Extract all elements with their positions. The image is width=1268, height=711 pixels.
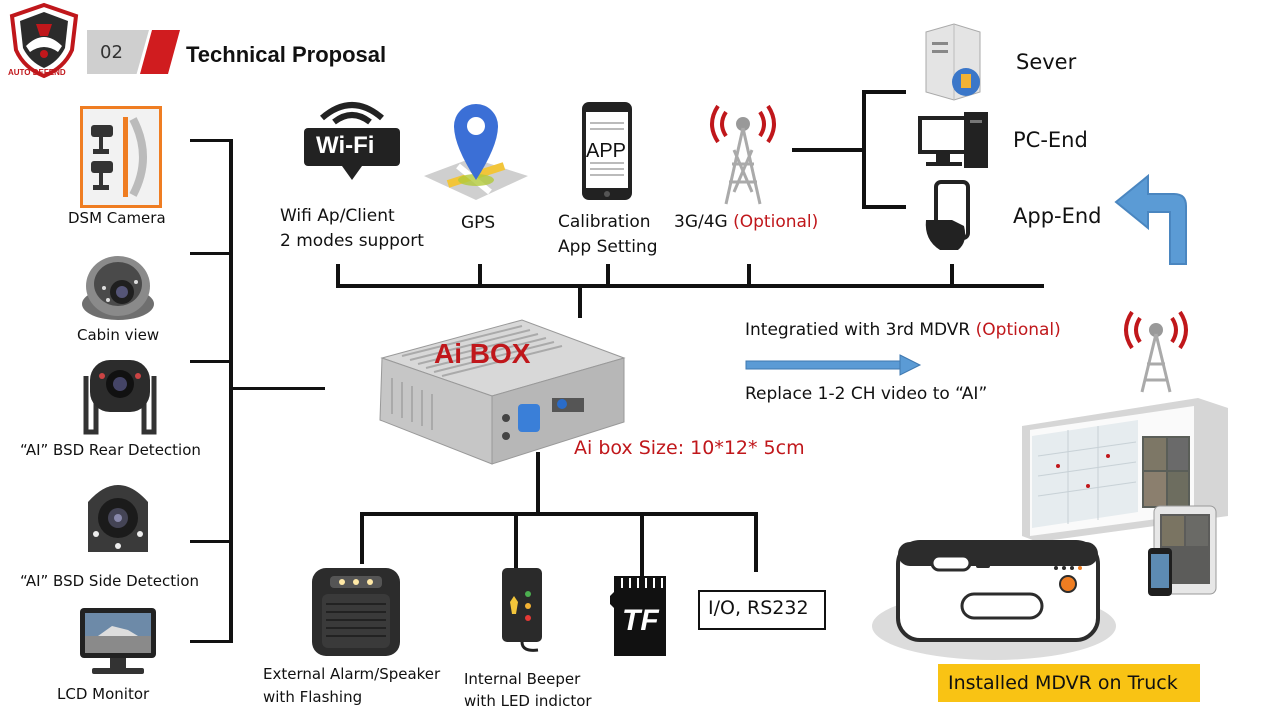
mdvr-tower-icon	[1124, 310, 1188, 393]
beeper-label-line2: with LED indictor	[464, 692, 592, 710]
bus-drop-wifi	[336, 264, 340, 288]
ai-box-device	[379, 319, 626, 465]
gps-label: GPS	[461, 213, 496, 233]
server-icon	[925, 23, 981, 101]
connector-rear	[190, 360, 233, 363]
io-label: I/O, RS232	[708, 597, 809, 619]
network-to-endpoints-line	[792, 148, 864, 152]
top-bus-line	[336, 284, 1044, 288]
wifi-icon-text: Wi-Fi	[316, 132, 375, 159]
bottom-drop-tf	[640, 512, 644, 576]
bus-drop-calibration	[606, 264, 610, 288]
bus-drop-network	[747, 264, 751, 288]
alarm-speaker-icon	[312, 568, 400, 656]
pc-end-label: PC-End	[1013, 128, 1088, 152]
alarm-label-line2: with Flashing	[263, 688, 363, 706]
bus-drop-app	[950, 264, 954, 288]
integration-text: Integratied with 3rd MDVR	[745, 320, 971, 340]
tf-card-icon	[610, 576, 666, 656]
network-label-text: 3G/4G	[674, 212, 728, 232]
left-bracket-line	[229, 139, 233, 643]
integration-arrow-icon	[745, 354, 922, 376]
network-label: 3G/4G (Optional)	[674, 212, 818, 232]
endpoints-bracket-bottom	[862, 205, 906, 209]
alarm-label-line1: External Alarm/Speaker	[263, 665, 441, 683]
endpoints-bracket-vertical	[862, 90, 866, 208]
monitor-dashboard-image	[1022, 398, 1228, 542]
pc-icon	[918, 112, 988, 168]
logo-text: AUTO DEFEND	[8, 68, 66, 77]
network-optional-text: (Optional)	[733, 212, 819, 232]
ai-box-size: Ai box Size: 10*12* 5cm	[574, 437, 805, 459]
integration-line2: Replace 1-2 CH video to “AI”	[745, 384, 988, 404]
mdvr-label: Installed MDVR on Truck	[948, 672, 1178, 694]
app-end-label: App-End	[1013, 204, 1102, 228]
endpoints-bracket-top	[862, 90, 906, 94]
connector-side	[190, 540, 233, 543]
server-label: Sever	[1016, 50, 1077, 74]
wifi-label-line1: Wifi Ap/Client	[280, 206, 395, 226]
rear-detection-camera-icon	[83, 360, 157, 435]
lcd-monitor-icon	[80, 608, 156, 674]
app-icon-text: APP	[586, 140, 627, 162]
dsm-camera-label: DSM Camera	[68, 209, 166, 227]
calibration-label-line2: App Setting	[558, 237, 658, 257]
dsm-camera-icon	[91, 117, 147, 197]
tablet-phone-image	[1148, 505, 1217, 596]
integration-optional: (Optional)	[975, 320, 1061, 340]
cabin-view-label: Cabin view	[77, 326, 160, 344]
io-box	[698, 590, 826, 630]
aibox-down-line	[536, 452, 540, 514]
connector-cabin	[190, 252, 233, 255]
bus-drop-gps	[478, 264, 482, 288]
connector-lcd	[190, 640, 233, 643]
wifi-label-line2: 2 modes support	[280, 231, 424, 251]
app-phone-icon	[582, 102, 632, 200]
page-title: Technical Proposal	[186, 42, 387, 67]
connector-to-aibox	[229, 387, 325, 390]
return-arrow-icon	[1114, 173, 1187, 265]
bottom-drop-alarm	[360, 512, 364, 564]
side-detection-label: “AI” BSD Side Detection	[20, 572, 200, 590]
shield-logo-icon	[9, 2, 79, 79]
lcd-monitor-label: LCD Monitor	[57, 685, 150, 703]
wifi-icon	[304, 102, 400, 180]
beeper-label-line1: Internal Beeper	[464, 670, 581, 688]
bottom-drop-io	[754, 512, 758, 572]
side-detection-camera-icon	[88, 485, 148, 552]
section-number: 02	[100, 42, 123, 63]
integration-line1: Integratied with 3rd MDVR (Optional)	[745, 320, 1061, 340]
logo: AUTO DEFEND	[6, 2, 82, 82]
bottom-bus-line	[360, 512, 758, 516]
gps-map-icon	[424, 104, 528, 200]
mobile-app-icon	[925, 180, 970, 250]
cabin-camera-icon	[82, 256, 154, 320]
ai-box-name: Ai BOX	[434, 338, 531, 369]
cell-tower-icon	[710, 104, 776, 205]
calibration-label-line1: Calibration	[558, 212, 651, 232]
mdvr-label-box	[938, 664, 1200, 702]
rear-detection-label: “AI” BSD Rear Detection	[20, 441, 201, 459]
beeper-led-icon	[502, 568, 542, 652]
mdvr-device-image	[872, 540, 1116, 660]
bus-drop-aibox	[578, 284, 582, 318]
dsm-camera-image	[80, 106, 162, 208]
tf-card-text: TF	[622, 604, 659, 637]
connector-dsm	[190, 139, 233, 142]
bottom-drop-beeper	[514, 512, 518, 568]
